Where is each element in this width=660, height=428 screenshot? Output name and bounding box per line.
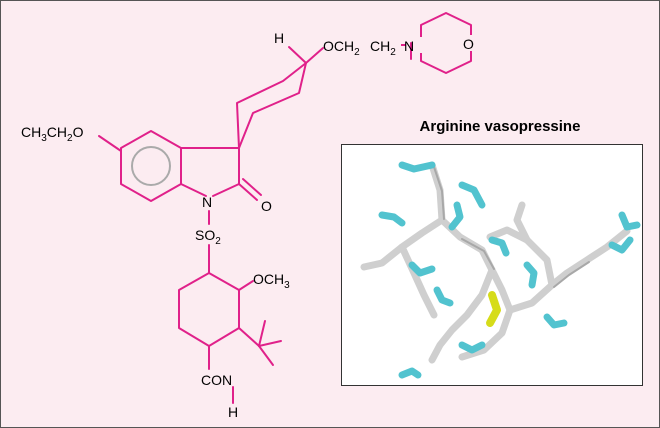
ch-bond	[288, 46, 307, 64]
benzene-ring	[120, 130, 182, 202]
label-so2: SO2	[195, 227, 221, 247]
label-h-bottom: H	[228, 404, 238, 420]
nitrogen-atoms	[378, 161, 641, 379]
carbonyl-bond-2	[242, 178, 262, 196]
tbutyl-m1	[258, 320, 266, 347]
carbon-shading	[433, 166, 590, 288]
morpholine-structure: CH2 N O	[370, 12, 479, 74]
label-o-ch2ch2: OCH2	[323, 38, 360, 58]
label-n-indole: N	[202, 194, 212, 210]
co-bond	[305, 47, 324, 64]
sulfur-bridge	[486, 291, 501, 327]
label-o-carbonyl: O	[261, 198, 272, 214]
label-con: CON	[201, 372, 232, 388]
molecule-3d-model	[341, 144, 643, 386]
molecule-render	[360, 161, 641, 379]
cyclohexane-back	[236, 62, 307, 149]
label-n-morpholine: N	[404, 38, 414, 54]
o-morpholine-mask	[463, 35, 479, 51]
tbutyl-m3	[258, 345, 274, 366]
tbutyl-m2	[258, 340, 282, 347]
tbutyl-bond	[238, 327, 260, 347]
bonds	[98, 42, 412, 404]
panel-title: Arginine vasopressine	[419, 118, 581, 135]
label-ethoxy: CH3CH2O	[21, 124, 84, 144]
ethoxy-bond	[98, 135, 122, 152]
methoxy-bond	[238, 280, 254, 291]
label-o-morpholine: O	[463, 36, 474, 52]
lower-ring	[178, 272, 240, 347]
chemical-structure: H OCH2 CH3CH2O N O SO2 OCH3 CON H	[21, 30, 412, 420]
label-och3: OCH3	[253, 271, 290, 291]
label-ch2: CH2	[370, 38, 396, 58]
cyclohexane-front	[238, 62, 307, 149]
carbon-backbone	[360, 161, 631, 364]
aromatic-circle	[131, 146, 171, 186]
ring-bond-c2-n	[212, 183, 240, 197]
label-h-top: H	[274, 30, 284, 46]
ring-bond-n-c7a	[180, 183, 207, 197]
carbonyl-bond	[238, 183, 258, 201]
